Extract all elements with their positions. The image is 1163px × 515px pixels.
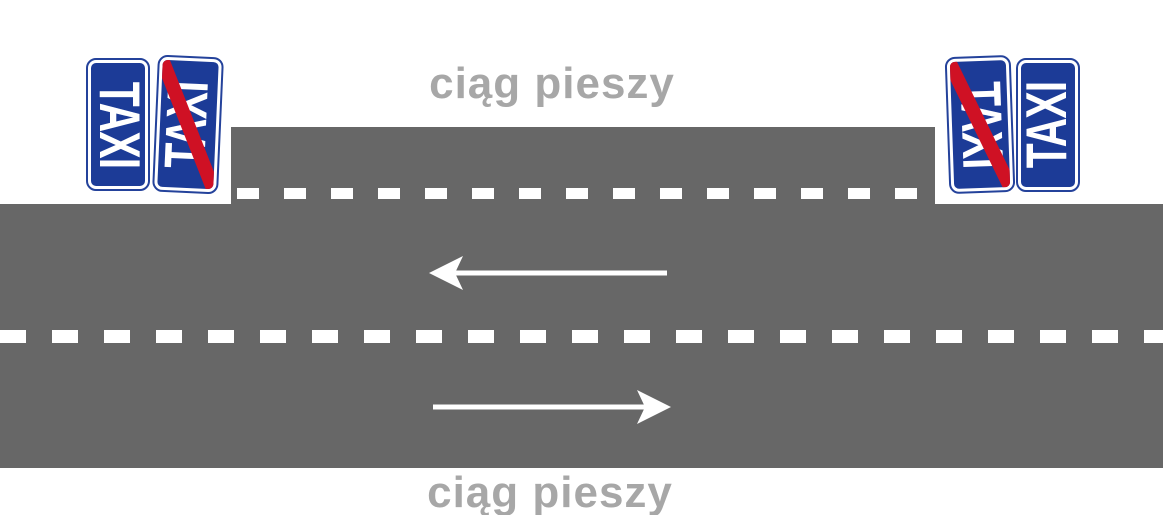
bay-boundary-dashed-line: [237, 188, 935, 199]
taxi-sign-label: TAXI: [1021, 81, 1075, 169]
sign-face: TAXI: [91, 63, 145, 186]
sign-face: TAXI: [157, 59, 219, 190]
center-lane-dashed-line: [0, 330, 1163, 343]
right-direction-arrow-icon: [433, 390, 671, 429]
taxi-stand-end-sign-left-inner: TAXI: [152, 54, 224, 195]
taxi-stand-end-sign-right-inner: TAXI: [944, 54, 1016, 195]
sign-face: TAXI: [1021, 63, 1075, 187]
taxi-stand-sign-left-outer: TAXI: [86, 58, 150, 191]
taxi-stand-sign-right-outer: TAXI: [1016, 58, 1080, 192]
sign-face: TAXI: [949, 60, 1011, 189]
left-direction-arrow-icon: [429, 256, 667, 295]
taxi-sign-label: TAXI: [91, 81, 145, 168]
pedestrian-walkway-label-top: ciąg pieszy: [429, 59, 675, 108]
pedestrian-walkway-label-bottom: ciąg pieszy: [427, 468, 673, 515]
